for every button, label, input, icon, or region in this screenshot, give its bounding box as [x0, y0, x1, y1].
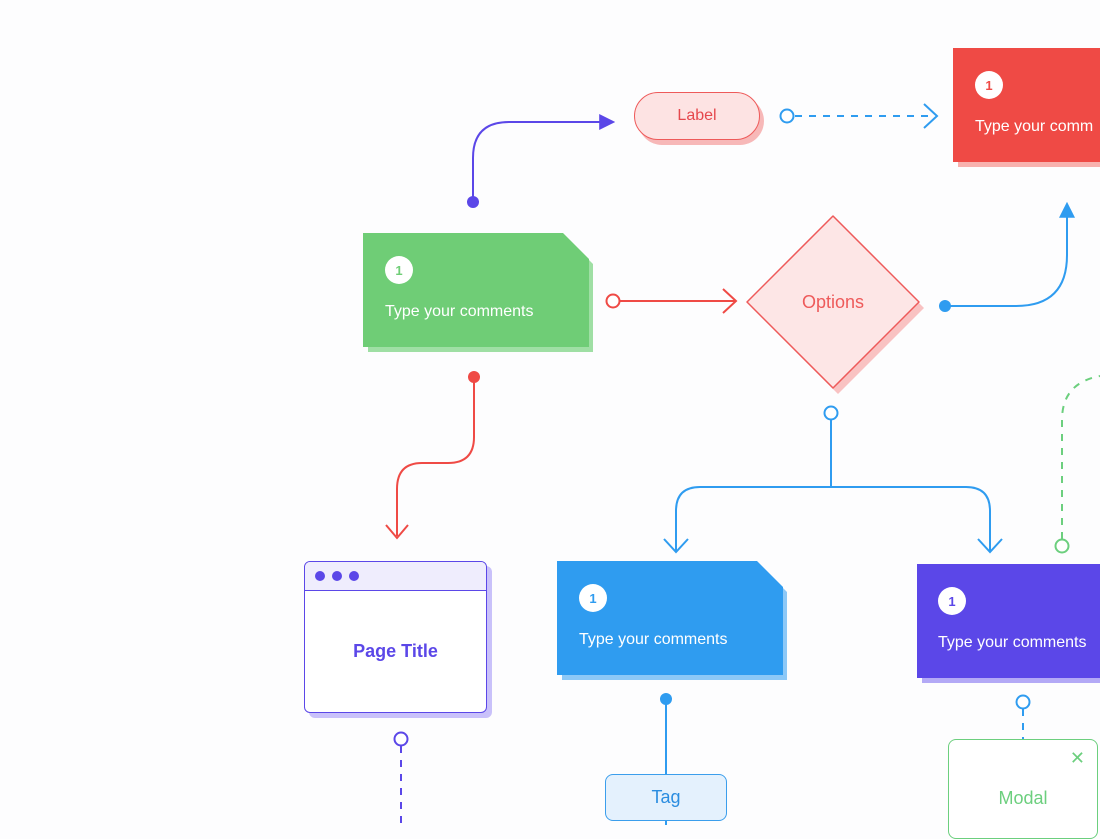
- green-card-text: Type your comments: [385, 303, 534, 321]
- connector-purple-card-up: [1056, 376, 1100, 553]
- label-pill-text: Label: [677, 107, 716, 125]
- purple-card-badge: 1: [938, 587, 966, 615]
- connector-card-to-options: [607, 289, 737, 313]
- connector-options-to-red-card: [939, 205, 1067, 312]
- red-card-text: Type your comm: [975, 118, 1093, 136]
- red-comment-card[interactable]: 1 Type your comm: [953, 48, 1100, 162]
- connector-purple-card-to-modal: [1017, 696, 1030, 741]
- red-card-badge: 1: [975, 71, 1003, 99]
- blue-card-text: Type your comments: [579, 631, 728, 649]
- modal-node[interactable]: ✕ Modal: [948, 739, 1098, 839]
- green-comment-card[interactable]: 1 Type your comments: [363, 233, 589, 347]
- connector-card-to-label: [467, 122, 612, 208]
- connector-card-to-page-window: [386, 371, 480, 538]
- page-window-title: Page Title: [305, 590, 486, 712]
- label-pill[interactable]: Label: [634, 92, 760, 140]
- blue-comment-card[interactable]: 1 Type your comments: [557, 561, 783, 675]
- options-node[interactable]: Options: [747, 272, 919, 332]
- purple-card-text: Type your comments: [938, 634, 1087, 652]
- purple-comment-card[interactable]: 1 Type your comments: [917, 564, 1100, 678]
- window-dot-icon: [315, 571, 325, 581]
- window-dot-icon: [349, 571, 359, 581]
- modal-title: Modal: [949, 788, 1097, 809]
- close-icon[interactable]: ✕: [1070, 748, 1085, 769]
- page-window-titlebar: [305, 562, 486, 591]
- tag-node[interactable]: Tag: [605, 774, 727, 821]
- connector-options-split: [664, 407, 1002, 553]
- tag-text: Tag: [651, 787, 680, 808]
- page-window[interactable]: Page Title: [304, 561, 487, 713]
- connector-label-to-red-card: [781, 104, 938, 128]
- connector-page-window-down: [395, 733, 408, 826]
- window-dot-icon: [332, 571, 342, 581]
- blue-card-badge: 1: [579, 584, 607, 612]
- green-card-badge: 1: [385, 256, 413, 284]
- options-text: Options: [802, 292, 864, 313]
